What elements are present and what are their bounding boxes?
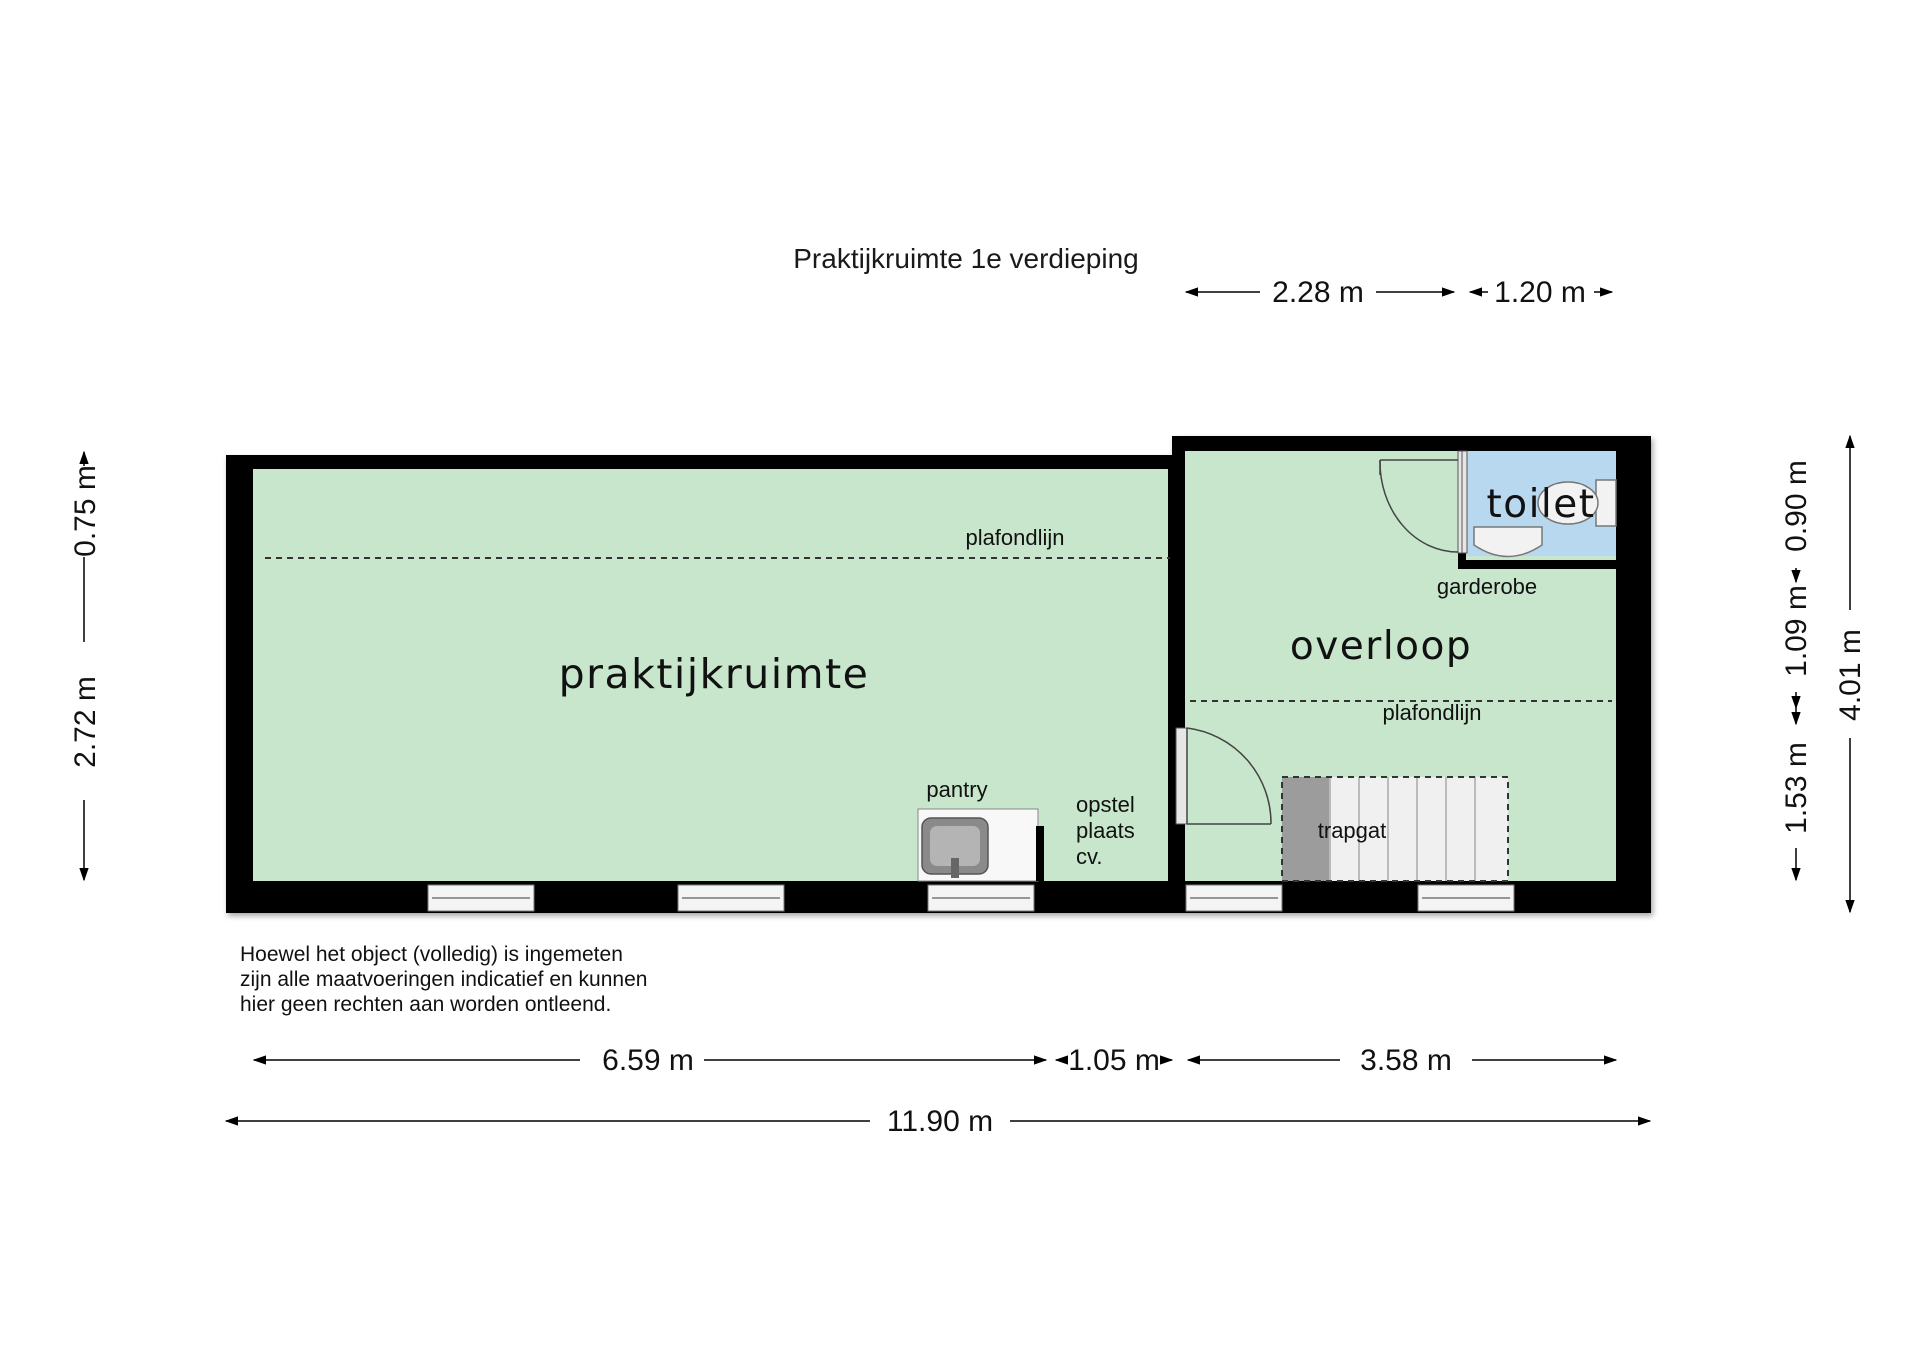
- top-dimensions: 2.28 m 1.20 m: [1184, 276, 1614, 309]
- dim-top-right: 1.20 m: [1494, 276, 1586, 309]
- interior-door: [1186, 727, 1272, 825]
- toilet-bowl: [1537, 479, 1617, 527]
- dim-left-lower: 2.72 m: [69, 676, 102, 768]
- dim-right-3: 1.53 m: [1780, 742, 1813, 834]
- label-praktijkruimte: praktijkruimte: [559, 650, 870, 698]
- label-garderobe: garderobe: [1437, 574, 1537, 599]
- washbasin: [1473, 526, 1543, 558]
- label-opstel-2: plaats: [1076, 818, 1135, 843]
- label-opstel-1: opstel: [1076, 792, 1135, 817]
- right-dimensions: 0.90 m 1.09 m 1.53 m 4.01 m: [1780, 434, 1867, 914]
- dim-bottom-2: 1.05 m: [1068, 1044, 1160, 1077]
- plan-title: Praktijkruimte 1e verdieping: [793, 243, 1139, 274]
- dim-bottom-total: 11.90 m: [887, 1105, 993, 1138]
- disclaimer-line-1: Hoewel het object (volledig) is ingemete…: [240, 943, 623, 966]
- bottom-dimensions: 6.59 m 1.05 m 3.58 m 11.90 m: [224, 1044, 1652, 1138]
- dim-bottom-3: 3.58 m: [1360, 1044, 1452, 1077]
- disclaimer: Hoewel het object (volledig) is ingemete…: [240, 943, 647, 1016]
- label-pantry: pantry: [926, 777, 987, 802]
- interior-door-frame: [1175, 727, 1188, 825]
- label-opstel-3: cv.: [1076, 844, 1102, 869]
- toilet-wall-bottom: [1458, 560, 1616, 569]
- dim-right-total: 4.01 m: [1834, 629, 1867, 721]
- dim-right-2: 1.09 m: [1780, 585, 1813, 677]
- dim-left-upper: 0.75 m: [69, 465, 102, 557]
- label-plafondlijn-left: plafondlijn: [965, 525, 1064, 550]
- label-trapgat: trapgat: [1318, 818, 1387, 843]
- label-plafondlijn-right: plafondlijn: [1382, 700, 1481, 725]
- dim-top-left: 2.28 m: [1272, 276, 1364, 309]
- disclaimer-line-3: hier geen rechten aan worden ontleend.: [240, 993, 611, 1016]
- staircase: [1281, 776, 1509, 882]
- pantry-counter: [917, 808, 1044, 882]
- toilet-door: [1379, 459, 1459, 553]
- dim-bottom-1: 6.59 m: [602, 1044, 694, 1077]
- label-toilet: toilet: [1486, 482, 1595, 527]
- disclaimer-line-2: zijn alle maatvoeringen indicatief en ku…: [240, 968, 647, 991]
- left-dimensions: 0.75 m 2.72 m: [69, 450, 102, 882]
- label-overloop: overloop: [1290, 624, 1472, 669]
- windows: [427, 884, 1515, 912]
- dim-right-1: 0.90 m: [1780, 460, 1813, 552]
